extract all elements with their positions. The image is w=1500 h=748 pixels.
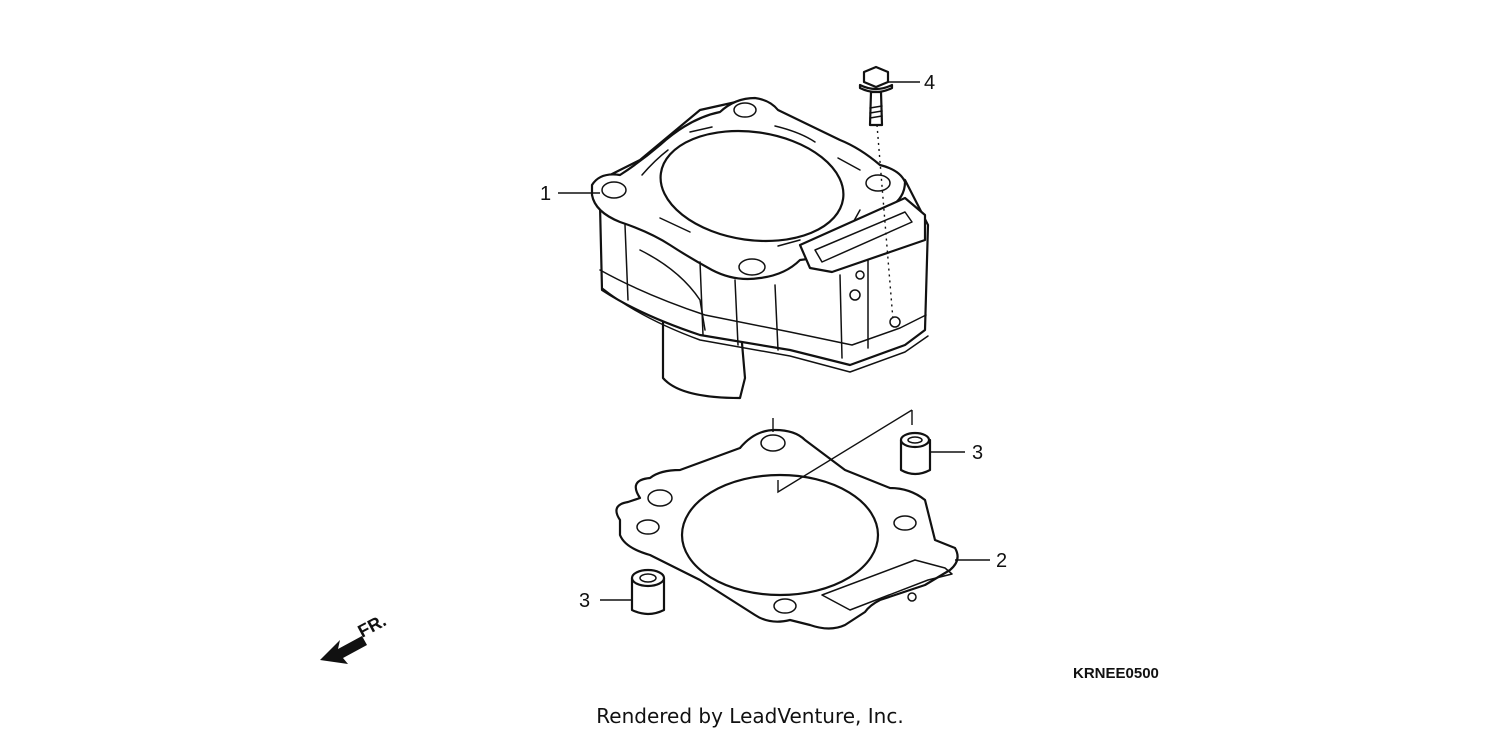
dowel-pin-upper-part[interactable] <box>899 431 932 476</box>
dowel-pin-lower-part[interactable] <box>630 568 666 616</box>
cylinder-gasket-part[interactable] <box>615 428 959 630</box>
front-arrow-icon <box>320 636 367 664</box>
callout-3b-label[interactable]: 3 <box>579 590 590 612</box>
callout-3a-label[interactable]: 3 <box>972 442 983 464</box>
flange-bolt-part[interactable] <box>858 65 894 127</box>
cylinder-part[interactable] <box>590 96 930 400</box>
callout-1-label[interactable]: 1 <box>540 183 551 205</box>
front-direction-indicator: FR. <box>320 610 389 664</box>
bolt-alignment-line <box>876 124 894 321</box>
callout-2-label[interactable]: 2 <box>996 550 1007 572</box>
dowel-alignment-line <box>777 409 913 494</box>
front-direction-label: FR. <box>354 610 389 641</box>
diagram-code: KRNEE0500 <box>1073 665 1159 682</box>
callout-4-label[interactable]: 4 <box>924 72 935 94</box>
footer-credit: Rendered by LeadVenture, Inc. <box>596 704 904 728</box>
